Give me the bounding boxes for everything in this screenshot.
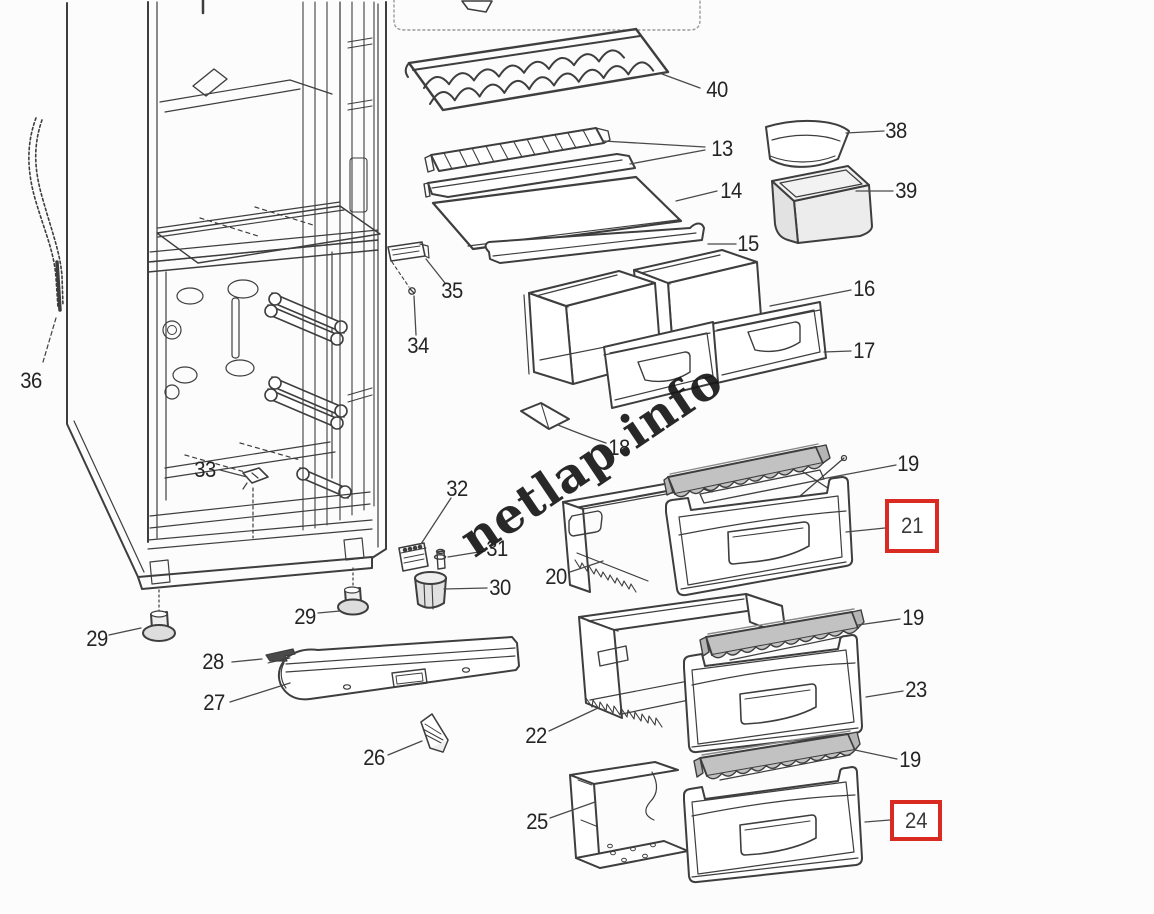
leader-21 xyxy=(845,527,886,533)
drawer-body-bottom xyxy=(569,761,689,869)
part-label-16: 16 xyxy=(853,276,875,301)
part-label-36: 36 xyxy=(20,368,42,393)
drawer-front-bottom xyxy=(683,766,863,884)
part-label-33: 33 xyxy=(194,457,216,482)
part-label-27: 27 xyxy=(203,690,225,715)
leader-17 xyxy=(823,350,852,353)
bottle-rack xyxy=(404,27,670,112)
part-label-18: 18 xyxy=(608,435,630,460)
pin-31 xyxy=(433,548,447,570)
drawer-rail-bottom xyxy=(693,730,861,781)
leader-29b xyxy=(317,610,341,614)
peg-26 xyxy=(420,713,449,753)
leader-29a xyxy=(108,627,142,636)
part-label-25: 25 xyxy=(526,809,548,834)
part-label-38: 38 xyxy=(885,118,907,143)
part-label-13: 13 xyxy=(711,136,733,161)
drawer-rail-top xyxy=(663,443,831,498)
adjustable-foot-right xyxy=(337,586,369,616)
leader-19b xyxy=(857,618,901,626)
plinth-grille xyxy=(277,636,520,701)
leader-27 xyxy=(229,682,291,703)
part-label-30: 30 xyxy=(489,575,511,600)
part-label-24: 24 xyxy=(904,807,928,833)
drawer-front-middle xyxy=(683,634,863,754)
drawer-front-top xyxy=(665,476,854,597)
leader-32 xyxy=(420,497,452,545)
leader-16 xyxy=(769,289,852,307)
highlighted-part-21[interactable]: 21 xyxy=(885,499,939,553)
part-label-15: 15 xyxy=(737,231,759,256)
highlighted-part-24[interactable]: 24 xyxy=(890,800,942,841)
lamp-unit-30 xyxy=(414,571,447,610)
door-bin xyxy=(771,165,873,244)
basket-front-left xyxy=(603,321,719,409)
leader-40 xyxy=(661,73,701,89)
leader-24 xyxy=(864,819,891,823)
thermostat-35 xyxy=(387,241,430,288)
leader-23 xyxy=(865,690,904,698)
leader-14 xyxy=(675,190,718,202)
cover-rail xyxy=(424,127,611,173)
leader-20 xyxy=(569,560,604,573)
part-label-19a: 19 xyxy=(897,451,919,476)
adjustable-foot-left xyxy=(142,610,176,642)
leader-22 xyxy=(548,707,599,732)
clip-28 xyxy=(265,648,296,664)
part-label-20: 20 xyxy=(545,564,567,589)
leader-35 xyxy=(425,258,446,284)
part-label-31: 31 xyxy=(486,536,508,561)
door-gasket xyxy=(28,117,64,363)
leader-31 xyxy=(447,550,486,558)
part-label-23: 23 xyxy=(905,677,927,702)
shelf-trim xyxy=(484,222,705,264)
shelf-frame xyxy=(423,153,636,198)
part-label-19c: 19 xyxy=(899,747,921,772)
fixing-clip-33 xyxy=(242,467,269,539)
control-module-32 xyxy=(398,542,429,572)
part-label-29-left: 29 xyxy=(86,626,108,651)
leader-19a xyxy=(821,464,897,480)
leader-33 xyxy=(219,469,248,478)
callout-remnant xyxy=(393,0,701,31)
leader-28 xyxy=(231,658,263,663)
part-label-32: 32 xyxy=(446,476,468,501)
trim-piece-18 xyxy=(520,402,570,430)
refrigerator-cabinet xyxy=(66,0,387,615)
leader-lines xyxy=(108,73,904,823)
part-label-29-right: 29 xyxy=(294,604,316,629)
leader-19c xyxy=(854,749,898,760)
leader-34 xyxy=(413,295,417,336)
leader-30 xyxy=(443,587,488,590)
part-label-19b: 19 xyxy=(902,605,924,630)
part-label-14: 14 xyxy=(720,178,742,203)
part-label-21: 21 xyxy=(900,513,924,538)
leader-25 xyxy=(549,801,596,819)
flap-lid xyxy=(765,119,850,168)
part-label-22: 22 xyxy=(525,723,547,748)
part-label-34: 34 xyxy=(407,333,429,358)
leader-38 xyxy=(845,130,885,134)
part-label-28: 28 xyxy=(202,649,224,674)
part-label-17: 17 xyxy=(853,338,875,363)
leader-26 xyxy=(387,740,423,756)
part-label-40: 40 xyxy=(706,77,728,102)
leader-18 xyxy=(557,424,607,444)
screw-34 xyxy=(408,287,416,295)
part-label-35: 35 xyxy=(441,278,463,303)
part-label-26: 26 xyxy=(363,745,385,770)
drawer-rail-middle xyxy=(699,608,865,661)
part-label-39: 39 xyxy=(895,178,917,203)
leader-13 xyxy=(602,140,706,165)
